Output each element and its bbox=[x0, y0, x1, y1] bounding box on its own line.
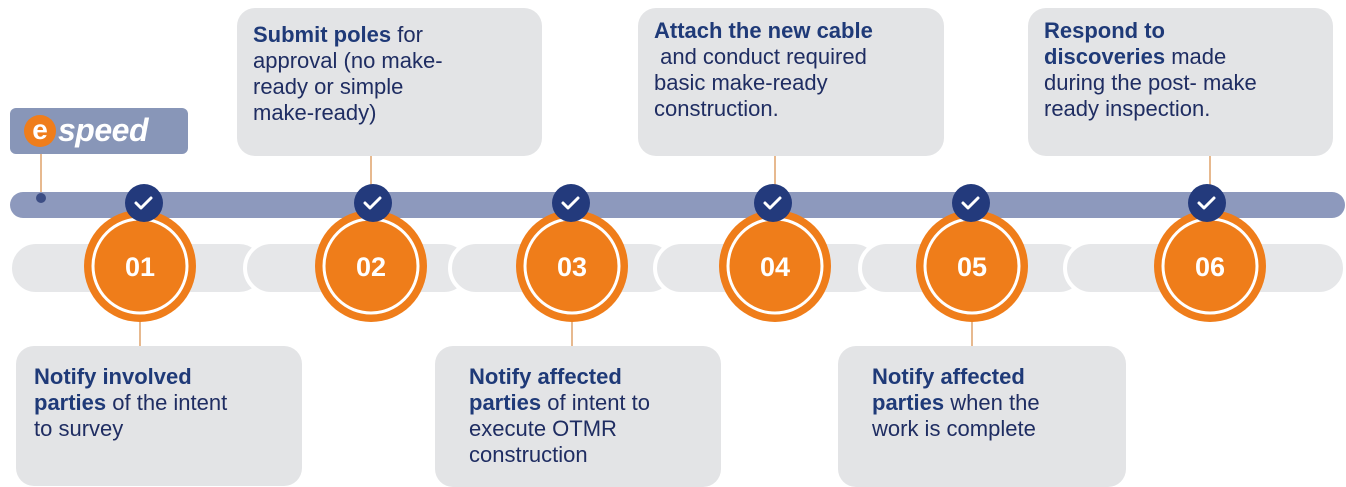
card-step-02-line-2: ready or simple bbox=[253, 74, 404, 99]
card-step-02-bold: Submit poles bbox=[253, 22, 392, 47]
step-number-01: 01 bbox=[124, 252, 156, 282]
card-step-04-line-1: and conduct required bbox=[654, 44, 867, 69]
logo-letter: e bbox=[24, 115, 56, 147]
step-number-05: 05 bbox=[956, 252, 988, 282]
card-step-04-line-3: construction. bbox=[654, 96, 779, 121]
card-step-06-rest: made bbox=[1165, 44, 1227, 69]
card-step-06-line-2: ready inspection. bbox=[1044, 96, 1211, 121]
card-step-03-bold-2: parties bbox=[469, 390, 542, 415]
card-step-06-bold-2: discoveries bbox=[1044, 44, 1166, 69]
card-step-06-line-1: during the post- make bbox=[1044, 70, 1257, 95]
card-step-01-bold-1: Notify involved bbox=[34, 364, 192, 389]
card-step-02-line-3: make-ready) bbox=[253, 100, 377, 125]
card-step-03-line-1: execute OTMR bbox=[469, 416, 617, 441]
card-step-06-bold-1: Respond to bbox=[1044, 18, 1165, 43]
card-step-02: Submit poles for approval (no make- read… bbox=[237, 8, 542, 156]
step-number-02: 02 bbox=[355, 252, 387, 282]
card-step-05: Notify affected parties when the work is… bbox=[838, 346, 1126, 487]
step-number-04: 04 bbox=[759, 252, 791, 282]
card-step-03: Notify affected parties of intent to exe… bbox=[435, 346, 721, 487]
step-number-06: 06 bbox=[1194, 252, 1226, 282]
card-step-01-bold-2: parties bbox=[34, 390, 107, 415]
card-step-04-line-2: basic make-ready bbox=[654, 70, 828, 95]
espeed-logo: e speed bbox=[10, 108, 188, 154]
step-number-03: 03 bbox=[556, 252, 588, 282]
card-step-01: Notify involved parties of the intent to… bbox=[16, 346, 302, 486]
timeline-rail bbox=[10, 192, 1345, 218]
card-step-05-bold-2: parties bbox=[872, 390, 945, 415]
card-step-06: Respond to discoveries made during the p… bbox=[1028, 8, 1333, 156]
card-step-04-bold: Attach the new cable bbox=[654, 18, 873, 43]
card-step-01-rest: of the intent bbox=[106, 390, 228, 415]
pill-track bbox=[8, 240, 1346, 296]
card-step-05-rest: when the bbox=[944, 390, 1040, 415]
card-step-04: Attach the new cable and conduct require… bbox=[638, 8, 944, 156]
card-step-01-line-1: to survey bbox=[34, 416, 124, 441]
card-step-05-line-1: work is complete bbox=[872, 416, 1036, 441]
card-step-02-line-1: approval (no make- bbox=[253, 48, 443, 73]
logo-text: speed bbox=[58, 112, 148, 148]
card-step-03-rest: of intent to bbox=[541, 390, 651, 415]
card-step-02-rest: for bbox=[391, 22, 423, 47]
card-step-03-line-2: construction bbox=[469, 442, 588, 467]
card-step-03-bold-1: Notify affected bbox=[469, 364, 622, 389]
card-step-05-bold-1: Notify affected bbox=[872, 364, 1025, 389]
